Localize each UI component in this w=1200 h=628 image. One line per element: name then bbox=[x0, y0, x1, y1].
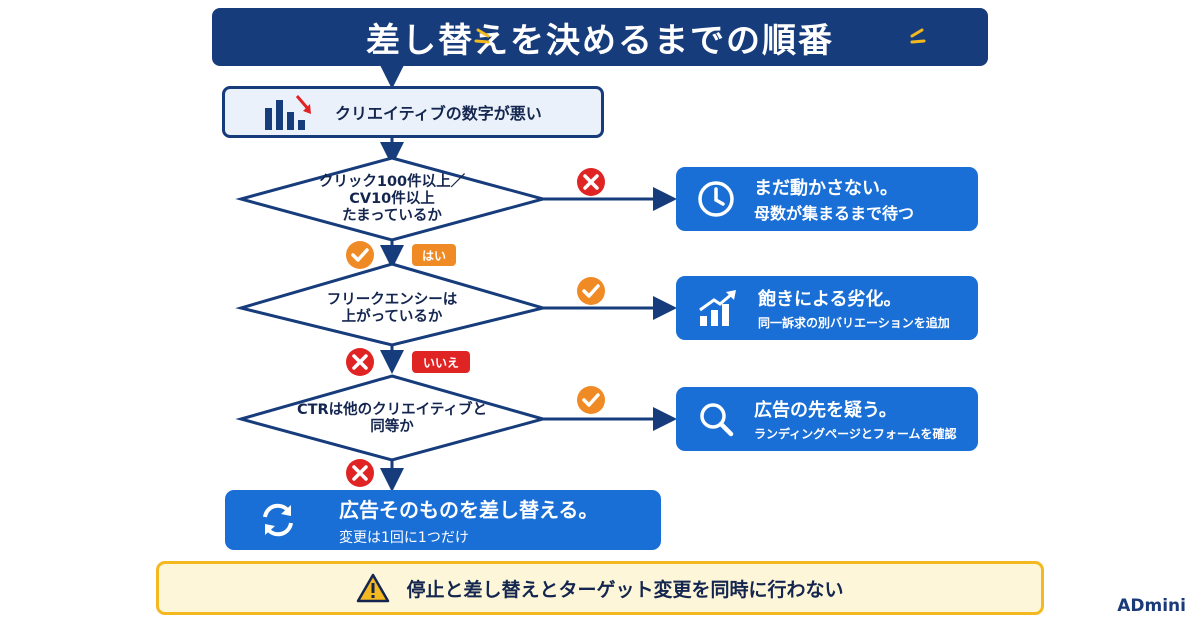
page-title-bar: 差し替えを決めるまでの順番 bbox=[212, 8, 988, 66]
yes-badge: はい bbox=[412, 244, 456, 266]
final-detail: 変更は1回に1つだけ bbox=[339, 529, 469, 546]
final-title: 広告そのものを差し替える。 bbox=[339, 497, 599, 522]
check-icon-d3-right bbox=[577, 386, 605, 414]
no-badge: いいえ bbox=[412, 351, 470, 373]
start-label: クリエイティブの数字が悪い bbox=[335, 104, 542, 123]
result-3-detail: ランディングページとフォームを確認 bbox=[754, 427, 957, 441]
result-box-fatigue: 飽きによる劣化。 同一訴求の別バリエーションを追加 bbox=[676, 276, 978, 340]
decision-3-line-2: 同等か bbox=[370, 419, 414, 435]
brand-logo: ADmini bbox=[1117, 596, 1186, 616]
declining-bar-chart-icon bbox=[265, 95, 311, 130]
decision-2-line-2: 上がっているか bbox=[341, 309, 443, 325]
result-box-wait: まだ動かさない。 母数が集まるまで待つ bbox=[676, 167, 978, 231]
spark-right-icon bbox=[910, 28, 926, 44]
cross-icon-d1-right bbox=[577, 168, 605, 196]
result-2-detail: 同一訴求の別バリエーションを追加 bbox=[758, 316, 950, 330]
result-2-title: 飽きによる劣化。 bbox=[758, 289, 902, 310]
clock-icon bbox=[698, 181, 734, 217]
warning-text: 停止と差し替えとターゲット変更を同時に行わない bbox=[406, 578, 844, 601]
result-1-detail: 母数が集まるまで待つ bbox=[754, 204, 915, 223]
refresh-icon bbox=[263, 503, 293, 537]
warning-banner: 停止と差し替えとターゲット変更を同時に行わない bbox=[156, 561, 1044, 615]
decision-3-line-1: CTRは他のクリエイティブと bbox=[296, 402, 488, 418]
growth-chart-icon bbox=[699, 290, 736, 326]
decision-1-line-1: クリック100件以上／ bbox=[318, 174, 466, 190]
check-icon-d1-down bbox=[346, 241, 374, 269]
decision-1-line-3: たまっているか bbox=[342, 208, 442, 224]
decision-diamond-2 bbox=[235, 262, 549, 347]
decision-diamond-3 bbox=[235, 374, 549, 462]
result-3-title: 広告の先を疑う。 bbox=[754, 400, 897, 421]
check-icon-d2-right bbox=[577, 277, 605, 305]
page-title: 差し替えを決めるまでの順番 bbox=[366, 20, 834, 61]
search-icon bbox=[700, 403, 734, 437]
decision-2-text: フリークエンシーは 上がっているか bbox=[290, 292, 494, 326]
spark-left-icon bbox=[474, 28, 490, 44]
start-node: クリエイティブの数字が悪い bbox=[222, 86, 604, 138]
cross-icon-d2-down bbox=[346, 348, 374, 376]
decision-1-text: クリック100件以上／ CV10件以上 たまっているか bbox=[290, 174, 494, 225]
decision-diamond-1 bbox=[235, 156, 549, 242]
cross-icon-d3-down bbox=[346, 459, 374, 487]
decision-2-line-1: フリークエンシーは bbox=[326, 292, 458, 308]
warning-icon bbox=[357, 573, 390, 603]
result-1-title: まだ動かさない。 bbox=[754, 178, 898, 199]
final-node: 広告そのものを差し替える。 変更は1回に1つだけ bbox=[225, 490, 661, 550]
decision-1-line-2: CV10件以上 bbox=[349, 191, 435, 207]
result-box-landing: 広告の先を疑う。 ランディングページとフォームを確認 bbox=[676, 387, 978, 451]
decision-3-text: CTRは他のクリエイティブと 同等か bbox=[278, 402, 506, 436]
